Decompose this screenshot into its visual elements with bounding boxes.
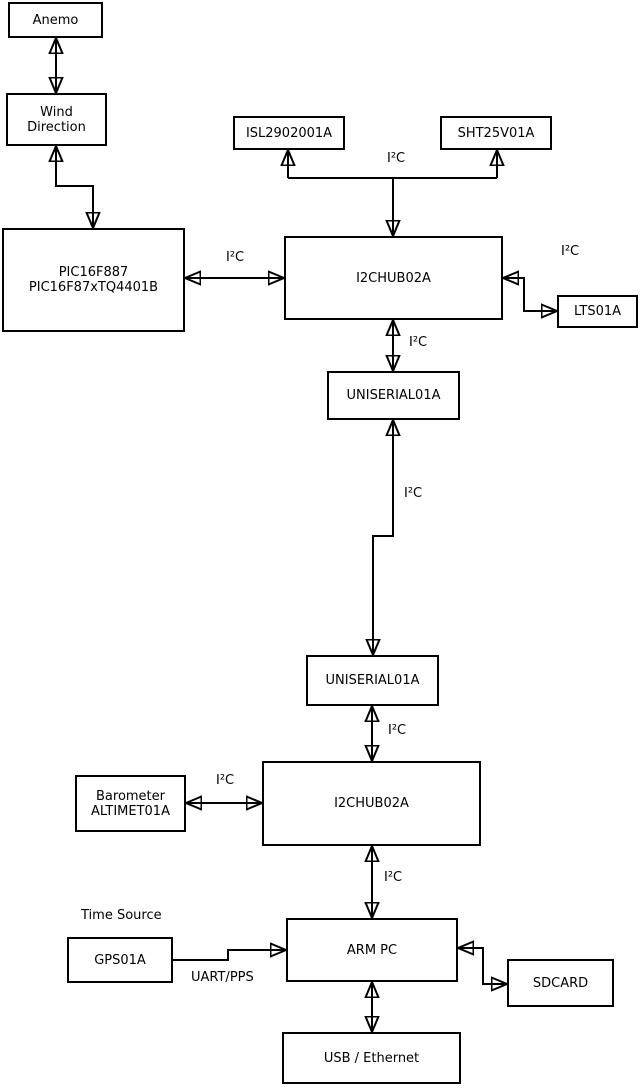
node-usb-ethernet-label: USB / Ethernet <box>323 1050 420 1066</box>
node-lts01a: LTS01A <box>557 295 638 328</box>
node-uniserial01a-upper-label: UNISERIAL01A <box>346 388 441 403</box>
edge-uniserial-upper-uniserial-lower <box>373 420 393 655</box>
node-i2chub02a-bottom: I2CHUB02A <box>262 761 481 846</box>
node-pic16f887: PIC16F887 PIC16F87xTQ4401B <box>2 228 185 332</box>
label-i2c-uniserial-hub2: I²C <box>388 723 407 738</box>
label-i2c-barometer: I²C <box>216 773 235 788</box>
node-isl2902001a-label: ISL2902001A <box>245 125 333 141</box>
label-i2c-uniserial-link: I²C <box>404 486 423 501</box>
node-usb-ethernet: USB / Ethernet <box>282 1032 461 1084</box>
label-i2c-hub2-armpc: I²C <box>384 870 403 885</box>
node-anemo-label: Anemo <box>32 12 79 28</box>
label-i2c-hub1-uniserial: I²C <box>409 335 428 350</box>
node-barometer-altimet01a: Barometer ALTIMET01A <box>75 775 186 832</box>
node-wind-direction: Wind Direction <box>6 93 107 146</box>
edge-armpc-sdcard <box>458 948 507 984</box>
node-gps01a-label: GPS01A <box>94 952 146 968</box>
node-sht25v01a: SHT25V01A <box>440 116 552 150</box>
node-i2chub02a-bottom-label: I2CHUB02A <box>334 796 409 811</box>
node-uniserial01a-lower-label: UNISERIAL01A <box>325 673 420 688</box>
node-sdcard: SDCARD <box>507 959 614 1007</box>
node-wind-direction-label: Wind Direction <box>27 104 86 135</box>
label-i2c-pic: I²C <box>226 250 245 265</box>
node-uniserial01a-lower: UNISERIAL01A <box>306 655 439 706</box>
node-pic16f887-label: PIC16F887 PIC16F87xTQ4401B <box>28 265 159 295</box>
node-arm-pc-label: ARM PC <box>346 942 398 958</box>
node-sht25v01a-label: SHT25V01A <box>457 125 535 141</box>
node-i2chub02a-top: I2CHUB02A <box>284 236 503 320</box>
edge-gps-armpc <box>173 950 286 961</box>
label-i2c-lts: I²C <box>561 244 580 259</box>
label-time-source: Time Source <box>81 908 162 923</box>
node-anemo: Anemo <box>8 2 103 38</box>
node-i2chub02a-top-label: I2CHUB02A <box>356 270 431 286</box>
node-barometer-altimet01a-label: Barometer ALTIMET01A <box>91 788 170 819</box>
node-sdcard-label: SDCARD <box>532 975 589 991</box>
node-gps01a: GPS01A <box>67 937 173 983</box>
edge-wind-direction-pic <box>56 146 93 228</box>
label-i2c-sensor-bus: I²C <box>387 151 406 166</box>
node-arm-pc: ARM PC <box>286 918 458 982</box>
node-uniserial01a-upper: UNISERIAL01A <box>327 371 460 420</box>
node-lts01a-label: LTS01A <box>573 304 622 319</box>
label-uart-pps: UART/PPS <box>191 970 254 985</box>
node-isl2902001a: ISL2902001A <box>233 116 345 150</box>
edge-i2chub-top-lts <box>503 278 557 311</box>
